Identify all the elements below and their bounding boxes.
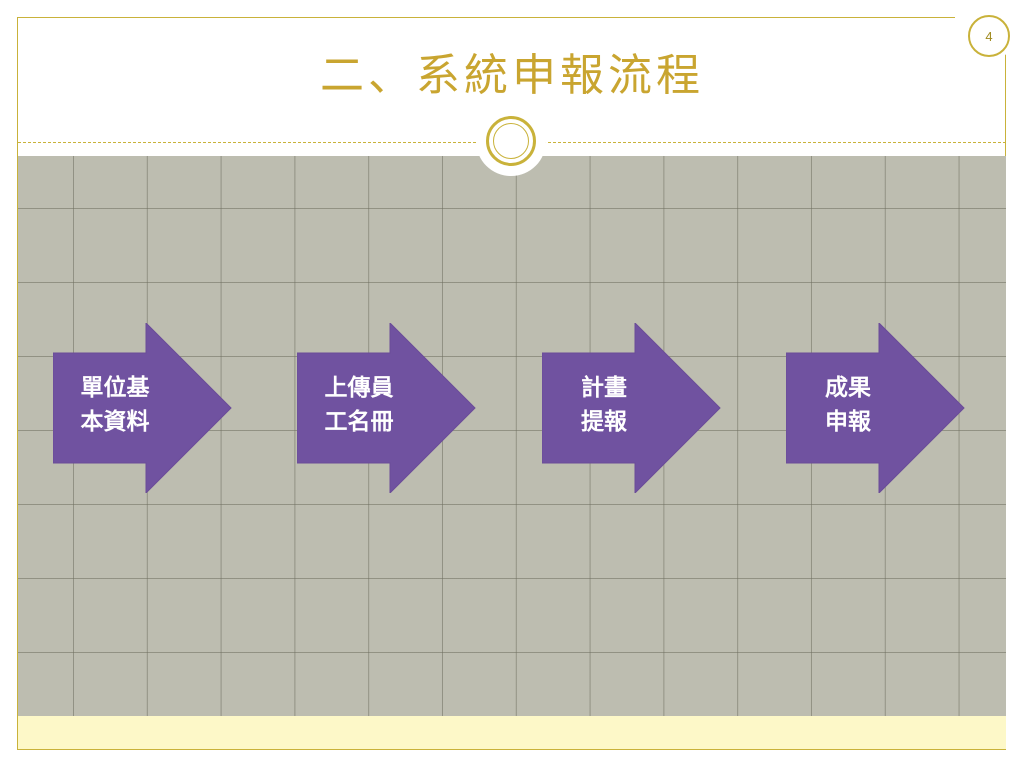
flow-step-upload-roster: 上傳員 工名冊 bbox=[297, 323, 477, 493]
flow-step-label-line2: 本資料 bbox=[80, 409, 150, 435]
medallion-ring bbox=[486, 116, 536, 166]
flow-step-results-report: 成果 申報 bbox=[786, 323, 966, 493]
flow-step-label: 單位基 本資料 bbox=[57, 371, 173, 439]
right-arrow-icon bbox=[542, 323, 721, 493]
right-arrow-icon bbox=[786, 323, 965, 493]
footer-band bbox=[18, 716, 1006, 749]
flow-step-unit-basic-info: 單位基 本資料 bbox=[53, 323, 233, 493]
medallion-inner-ring bbox=[493, 123, 529, 159]
page-number: 4 bbox=[985, 28, 993, 44]
slide-title: 二、系統申報流程 bbox=[320, 50, 704, 101]
page-number-badge: 4 bbox=[964, 11, 1014, 61]
flow-step-label: 計畫 提報 bbox=[546, 371, 662, 439]
flow-step-label: 上傳員 工名冊 bbox=[301, 371, 417, 439]
page-number-ring: 4 bbox=[968, 15, 1010, 57]
right-arrow-icon bbox=[53, 323, 232, 493]
flow-step-label-line2: 提報 bbox=[581, 409, 627, 435]
flow-step-label-line1: 單位基 bbox=[80, 375, 150, 401]
flow-step-label-line2: 申報 bbox=[825, 409, 871, 435]
divider-medallion bbox=[476, 106, 546, 176]
flow-step-label-line1: 成果 bbox=[825, 375, 871, 401]
flow-step-label-line1: 計畫 bbox=[581, 375, 627, 401]
flow-step-label-line1: 上傳員 bbox=[324, 375, 394, 401]
flow-step-plan-submission: 計畫 提報 bbox=[542, 323, 722, 493]
flow-step-label: 成果 申報 bbox=[790, 371, 906, 439]
right-arrow-icon bbox=[297, 323, 476, 493]
flow-step-label-line2: 工名冊 bbox=[324, 409, 394, 435]
